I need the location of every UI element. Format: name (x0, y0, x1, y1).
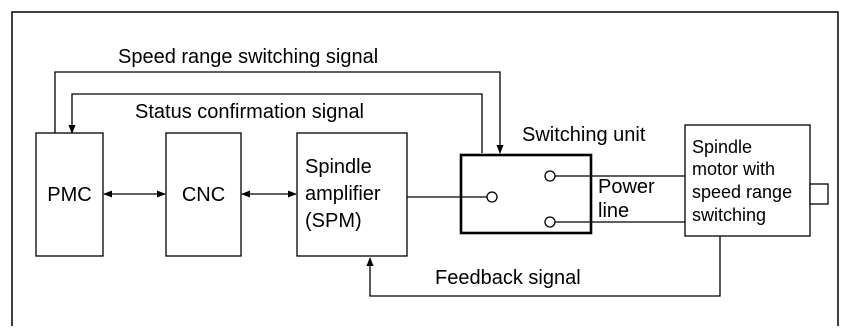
status-confirmation-signal-line (68, 93, 483, 153)
spm-label-line-3: (SPM) (305, 210, 362, 232)
spm-label-line-1: Spindle (305, 156, 372, 178)
spindle-motor-block (684, 124, 811, 237)
outer-frame (11, 11, 839, 326)
cnc-block (165, 132, 242, 257)
spindle-motor-label-line-3: speed range (692, 182, 792, 202)
power-line-label-1: Power (598, 176, 655, 198)
spm-block (296, 132, 408, 257)
feedback-signal-line (366, 236, 721, 297)
spindle-motor-label-line-4: switching (692, 205, 766, 225)
spm-label-line-2: amplifier (305, 183, 381, 205)
cnc-label: CNC (182, 184, 225, 206)
spindle-motor-label-line-2: motor with (692, 159, 775, 179)
switch-common-contact (486, 191, 498, 203)
speed-range-signal-label: Speed range switching signal (118, 46, 378, 68)
switching-unit-block (459, 153, 593, 235)
switching-unit-label: Switching unit (522, 124, 646, 146)
pmc-label: PMC (47, 184, 91, 206)
spindle-motor-label-line-1: Spindle (692, 137, 752, 157)
motor-shaft (809, 183, 829, 205)
power-line-label-2: line (598, 200, 629, 222)
switch-contact-upper (544, 170, 556, 182)
status-confirmation-signal-label: Status confirmation signal (135, 101, 364, 123)
pmc-block (35, 132, 104, 257)
feedback-signal-label: Feedback signal (435, 267, 581, 289)
switch-contact-lower (544, 216, 556, 228)
speed-range-signal-line (54, 71, 504, 154)
